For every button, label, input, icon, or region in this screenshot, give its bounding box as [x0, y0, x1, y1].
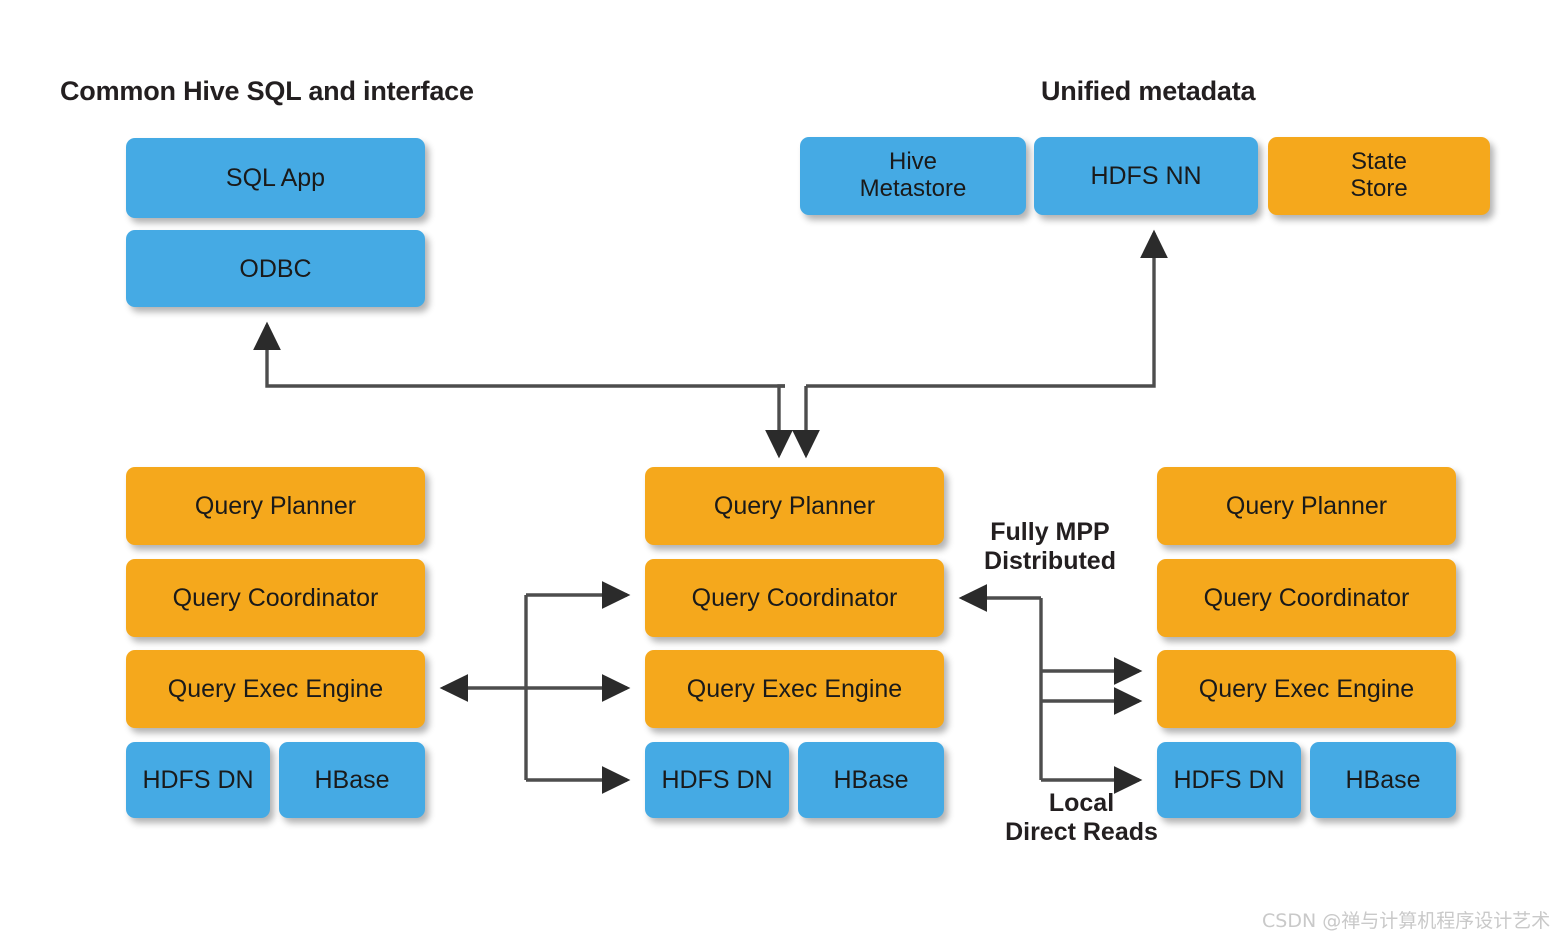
hive-metastore-line-2: Metastore [859, 175, 967, 202]
right-node-hbase[interactable]: HBase [1310, 742, 1456, 818]
left-node-hdfs-dn[interactable]: HDFS DN [126, 742, 270, 818]
right-node-query-coordinator[interactable]: Query Coordinator [1157, 559, 1456, 637]
right-node-query-planner[interactable]: Query Planner [1157, 467, 1456, 545]
heading-common-hive-sql: Common Hive SQL and interface [60, 76, 474, 106]
node-odbc[interactable]: ODBC [126, 230, 425, 307]
node-state-store[interactable]: State Store [1268, 137, 1490, 215]
left-node-hbase[interactable]: HBase [279, 742, 425, 818]
csdn-watermark: CSDN @禅与计算机程序设计艺术 [1262, 910, 1551, 932]
heading-unified-metadata: Unified metadata [1041, 76, 1256, 106]
node-hive-metastore[interactable]: Hive Metastore [800, 137, 1026, 215]
fully-mpp-line-1: Fully MPP [990, 518, 1110, 546]
left-node-query-exec-engine[interactable]: Query Exec Engine [126, 650, 425, 728]
local-reads-line-2: Direct Reads [1005, 818, 1158, 846]
center-node-query-exec-engine[interactable]: Query Exec Engine [645, 650, 944, 728]
right-node-query-exec-engine[interactable]: Query Exec Engine [1157, 650, 1456, 728]
hive-metastore-line-1: Hive [888, 148, 937, 176]
left-node-query-planner[interactable]: Query Planner [126, 467, 425, 545]
annotation-fully-mpp-distributed: Fully MPP Distributed [975, 518, 1125, 576]
state-store-line-2: Store [1350, 175, 1408, 202]
center-node-query-planner[interactable]: Query Planner [645, 467, 944, 545]
node-hdfs-nn[interactable]: HDFS NN [1034, 137, 1258, 215]
left-node-query-coordinator[interactable]: Query Coordinator [126, 559, 425, 637]
annotation-local-direct-reads: Local Direct Reads [994, 789, 1169, 847]
node-sql-app[interactable]: SQL App [126, 138, 425, 218]
state-store-line-1: State [1350, 148, 1408, 176]
fully-mpp-line-2: Distributed [984, 547, 1116, 575]
local-reads-line-1: Local [1048, 789, 1115, 817]
center-node-hdfs-dn[interactable]: HDFS DN [645, 742, 789, 818]
center-node-query-coordinator[interactable]: Query Coordinator [645, 559, 944, 637]
right-node-hdfs-dn[interactable]: HDFS DN [1157, 742, 1301, 818]
center-node-hbase[interactable]: HBase [798, 742, 944, 818]
